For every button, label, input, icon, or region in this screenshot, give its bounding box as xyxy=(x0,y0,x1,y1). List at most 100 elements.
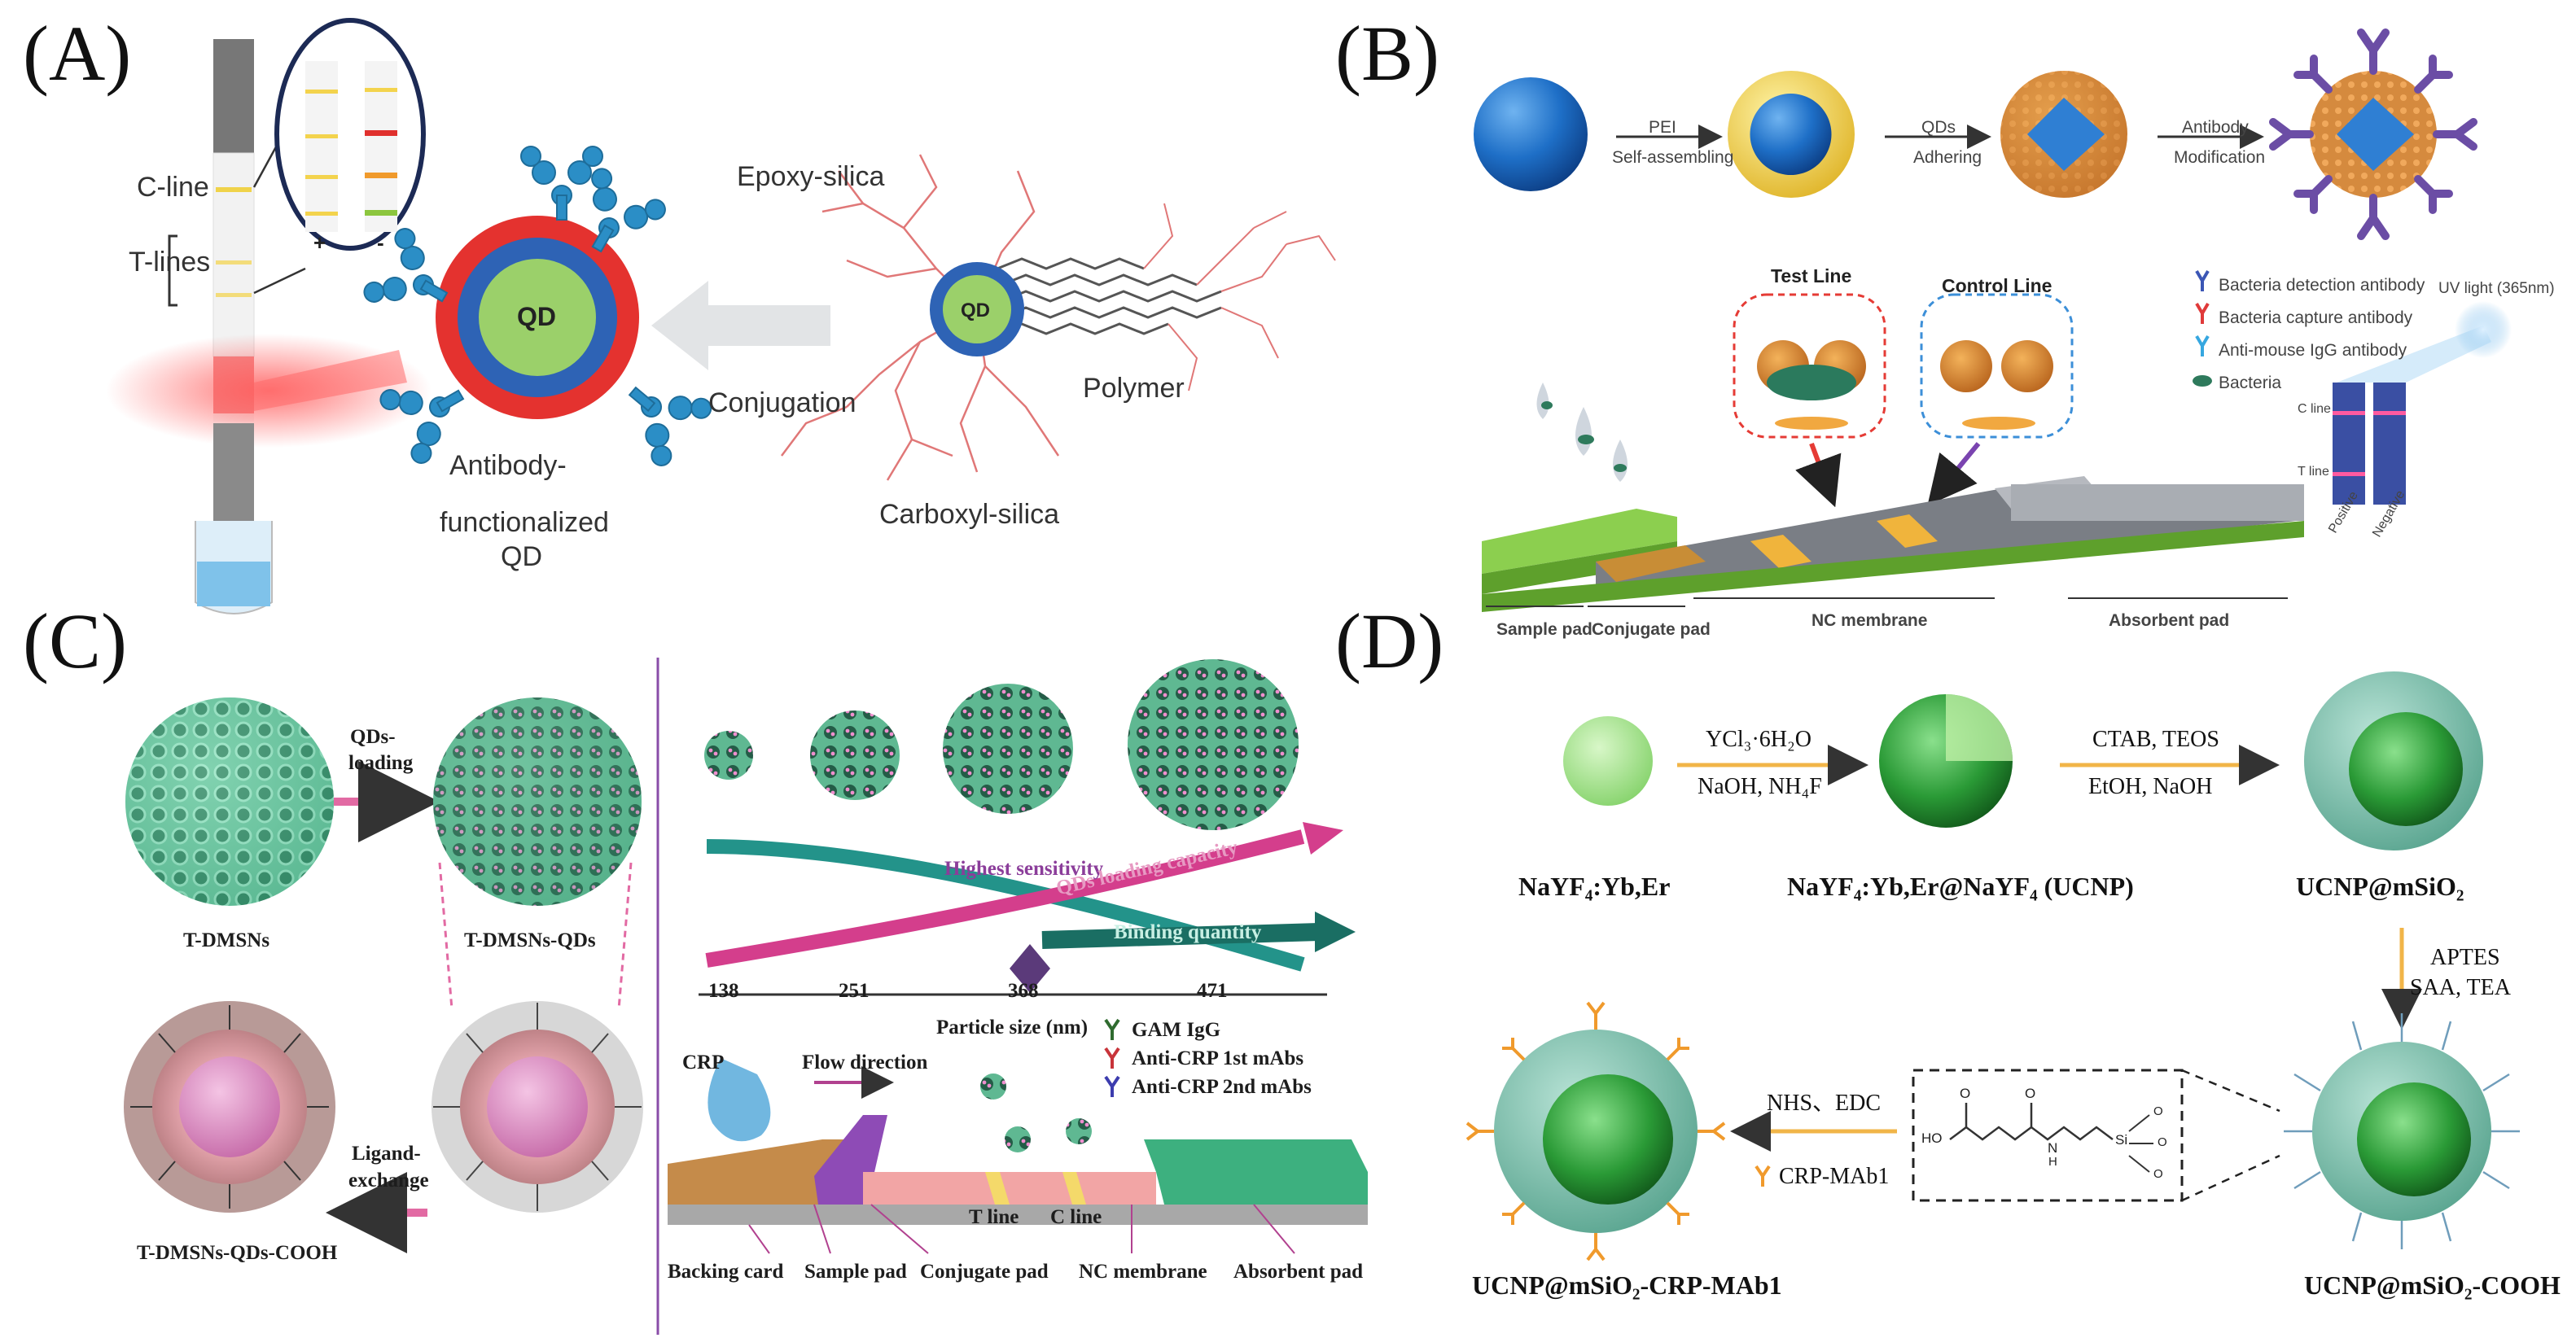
nc-membrane-label-b: NC membrane xyxy=(1812,611,1928,630)
strip-top-gray xyxy=(213,39,254,153)
conjugate-pad-label-b: Conjugate pad xyxy=(1592,620,1711,639)
result-strip-negative xyxy=(2373,383,2406,505)
test-arrow xyxy=(1795,442,1842,508)
absorbent-pad-pointer xyxy=(1253,1204,1295,1254)
ucnp-cooh-core xyxy=(2357,1082,2471,1196)
c-line-label-c: C line xyxy=(1050,1206,1102,1228)
droplet-1 xyxy=(1536,383,1549,419)
bacteria-in-test xyxy=(1767,365,1856,400)
formula-o-5: O xyxy=(2153,1167,2163,1181)
antibody-sphere-core xyxy=(2337,98,2414,171)
binding-arrow-head xyxy=(1315,912,1356,952)
aptes-label: APTES xyxy=(2430,945,2500,970)
polymer-qd-label: QD xyxy=(961,300,990,321)
sample-pad-c xyxy=(668,1139,863,1205)
cooh-hairs xyxy=(2284,1013,2520,1249)
legend-bacteria: Bacteria xyxy=(2219,374,2282,392)
antibody-cluster xyxy=(363,146,712,466)
crp-mab-antibodies xyxy=(1465,1001,1726,1261)
result-pos-c-band xyxy=(2333,411,2365,415)
panel-b-label: (B) xyxy=(1335,10,1439,97)
zoom-circle xyxy=(274,18,426,251)
zoom-strip-negative xyxy=(365,61,397,232)
cooh-ligands xyxy=(130,1005,329,1209)
panel-a-graphics xyxy=(106,18,1336,614)
ucnp-msio2-label: UCNP@mSiO₂ xyxy=(2296,872,2464,901)
zoom-dash-right xyxy=(617,862,633,1010)
formula-o-2: O xyxy=(2025,1086,2036,1101)
conjugate-pad-pointer xyxy=(870,1204,929,1254)
conjugation-arrow xyxy=(651,281,830,370)
zoom-neg-band-1 xyxy=(365,88,397,92)
crp-mab-legend-icon xyxy=(1755,1165,1771,1187)
panel-a-label: (A) xyxy=(23,10,132,97)
uv-beam xyxy=(2337,326,2491,383)
c-line-c xyxy=(1062,1172,1086,1205)
polymer-qd-core xyxy=(943,275,1011,343)
capture-antibody-icon xyxy=(2195,302,2210,324)
saa-tea-label: SAA, TEA xyxy=(2410,975,2511,1000)
t-dmsns-qds-shade xyxy=(433,697,642,906)
silica-sphere xyxy=(1474,77,1588,191)
qd-label: QD xyxy=(517,302,556,331)
control-line-stripe xyxy=(1877,514,1938,548)
absorbent-pad xyxy=(2011,484,2304,521)
conjugate-pad xyxy=(1596,545,1706,582)
conjugate-pad-label-c: Conjugate pad xyxy=(920,1261,1049,1283)
result-pos-t-band xyxy=(2333,472,2365,476)
qds-loading-line-1: QDs- xyxy=(350,726,396,748)
control-bead-2 xyxy=(2001,340,2053,392)
adhering-label: Adhering xyxy=(1913,148,1982,167)
absorbent-pad-label-b: Absorbent pad xyxy=(2109,611,2230,630)
nc-membrane-label-c: NC membrane xyxy=(1079,1261,1207,1283)
ligand-exchange-line-1: Ligand- xyxy=(352,1143,421,1165)
particle-size-label: Particle size (nm) xyxy=(936,1017,1089,1038)
zoom-ligands xyxy=(433,1003,642,1211)
ycl3-label: YCl₃·6H₂O xyxy=(1706,727,1812,752)
uv-lamp xyxy=(2455,301,2512,358)
panel-d-graphics xyxy=(1465,671,2520,1261)
strip-c-line-mark xyxy=(216,187,252,192)
size-sphere-368 xyxy=(943,684,1073,814)
antibody-step-label: Antibody xyxy=(2182,118,2249,137)
qds-loading-line-2: loading xyxy=(348,752,414,774)
zoom-sphere-core xyxy=(487,1056,588,1157)
panel-b-graphics xyxy=(1474,28,2512,612)
antibody-ys xyxy=(2269,28,2477,240)
t-line-label-c: T line xyxy=(969,1206,1019,1228)
bacteria-icon xyxy=(2193,375,2212,387)
result-neg-c-band xyxy=(2373,411,2406,415)
control-bead-1 xyxy=(1940,340,1992,392)
qd-green-core xyxy=(479,259,596,376)
loading-curve-arrow xyxy=(1303,822,1343,855)
size-sphere-138 xyxy=(704,731,753,780)
legend-anti-crp-2: Anti-CRP 2nd mAbs xyxy=(1132,1076,1312,1098)
sample-pad-front xyxy=(1482,541,1677,594)
zoom-neg-band-4 xyxy=(365,210,397,216)
highest-sensitivity-marker xyxy=(1010,944,1050,993)
control-arrow xyxy=(1927,442,1981,506)
nc-membrane-c xyxy=(863,1172,1156,1205)
pei-label: PEI xyxy=(1649,118,1676,137)
negative-sign: - xyxy=(377,230,384,255)
highest-sensitivity-label: Highest sensitivity xyxy=(944,858,1104,880)
strip-membrane xyxy=(212,152,255,357)
formula-n: N xyxy=(2048,1140,2058,1156)
ucnp-msio2-core xyxy=(2349,712,2463,826)
zoom-neg-band-2 xyxy=(365,130,397,136)
size-251: 251 xyxy=(839,980,870,1002)
t-dmsns-qds-cooh-label: T-DMSNs-QDs-COOH xyxy=(137,1242,338,1264)
strip-t-line-mark-1 xyxy=(216,260,252,265)
ucnp-cut xyxy=(1946,694,2013,761)
beaker-liquid xyxy=(197,562,270,606)
formula-o-1: O xyxy=(1960,1086,1971,1101)
size-sphere-251 xyxy=(810,711,900,800)
test-line-bubble xyxy=(1733,293,1886,439)
test-line-stripe xyxy=(1750,535,1812,568)
backing-card-b xyxy=(1482,521,2304,612)
polymer-chains xyxy=(997,257,1222,335)
positive-sign: + xyxy=(313,230,326,255)
droplet-3 xyxy=(1613,439,1628,482)
